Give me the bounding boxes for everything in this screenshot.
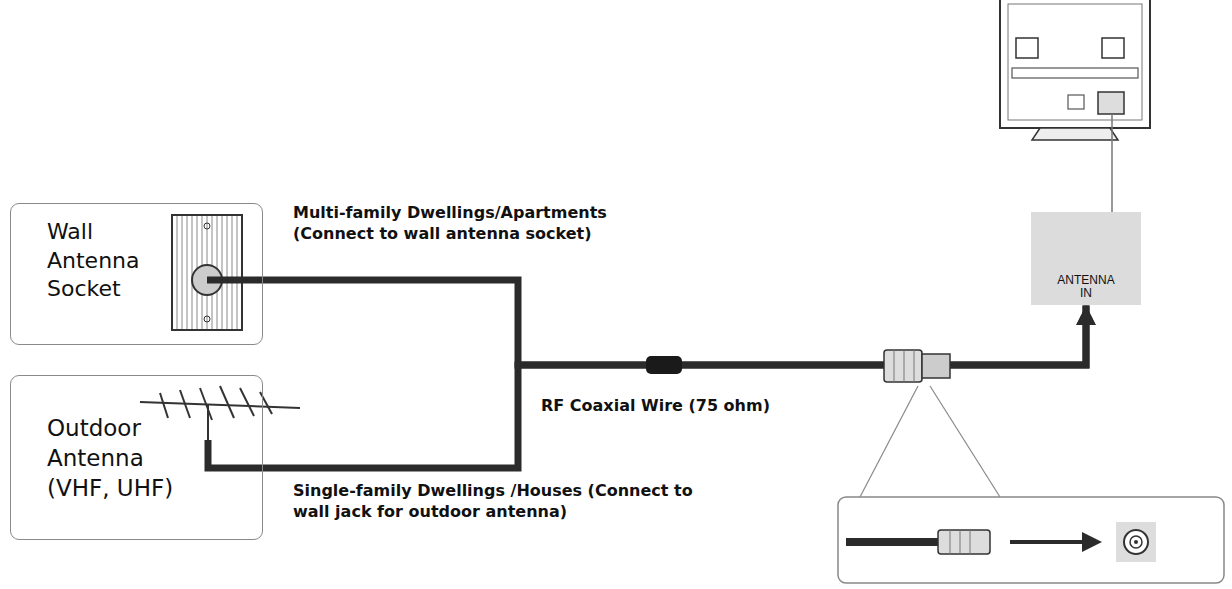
inset-detail (1134, 540, 1138, 544)
tv-back (1111, 114, 1113, 212)
tv-back (1000, 0, 1150, 212)
tv-back (1000, 0, 1150, 128)
coax-plug (884, 350, 950, 382)
tv-back (1068, 95, 1084, 109)
coax-plug (884, 350, 922, 382)
tv-back (1008, 4, 1142, 120)
coax-plug (922, 354, 950, 378)
inset-detail (838, 497, 1224, 583)
edge-label: Multi-family Dwellings/Apartments (Conne… (290, 203, 646, 245)
inset-detail (970, 530, 971, 554)
antenna-symbol (160, 393, 168, 418)
wall-plate (172, 215, 242, 330)
coax-plug (914, 350, 915, 382)
leader-line (860, 386, 1000, 497)
antenna-symbol (220, 386, 234, 418)
input-panel: ANTENNA IN (1031, 212, 1141, 305)
antenna-symbol (208, 440, 263, 468)
antenna-symbol (140, 386, 300, 468)
wall-plate (207, 277, 263, 284)
antenna-symbol (260, 392, 272, 414)
leader-line (860, 386, 918, 497)
antenna-box: Outdoor Antenna (VHF, UHF) (10, 375, 263, 540)
node-label: Outdoor Antenna (VHF, UHF) (47, 414, 187, 504)
cable-label: RF Coaxial Wire (75 ohm) (538, 396, 804, 417)
inset-detail (1082, 532, 1102, 552)
tv-back (1102, 38, 1124, 58)
wall-plate (172, 215, 263, 330)
coax-plug (904, 350, 905, 382)
tv-back (1012, 68, 1138, 78)
inset-detail (1124, 530, 1148, 554)
antenna-symbol (207, 405, 209, 440)
inset-detail (1116, 522, 1156, 562)
inset-detail (838, 497, 1224, 583)
antenna-symbol (240, 388, 254, 416)
ferrite-bead (646, 356, 682, 374)
wall-plate (204, 223, 210, 229)
inset-detail (1010, 540, 1085, 544)
tv-back (1016, 38, 1038, 58)
socket-box: Wall Antenna Socket (10, 203, 263, 345)
inset-detail (1130, 536, 1142, 548)
inset-detail (846, 538, 940, 546)
wall-plate (204, 316, 210, 322)
ferrite-bead (646, 356, 682, 374)
antenna-symbol (200, 388, 212, 420)
node-label: Wall Antenna Socket (47, 218, 165, 304)
coax-plug (894, 350, 895, 382)
coax-cable (263, 280, 1086, 365)
tv-back (1098, 92, 1124, 114)
antenna-symbol (180, 390, 190, 418)
inset-detail (960, 530, 961, 554)
inset-detail (950, 530, 951, 554)
inset-detail (938, 530, 990, 554)
node-label: ANTENNA IN (1051, 274, 1121, 305)
tv-back (1032, 128, 1118, 140)
edge-label: Single-family Dwellings /Houses (Connect… (290, 481, 736, 523)
leader-line (930, 386, 1000, 497)
coax-cable (263, 305, 1086, 468)
